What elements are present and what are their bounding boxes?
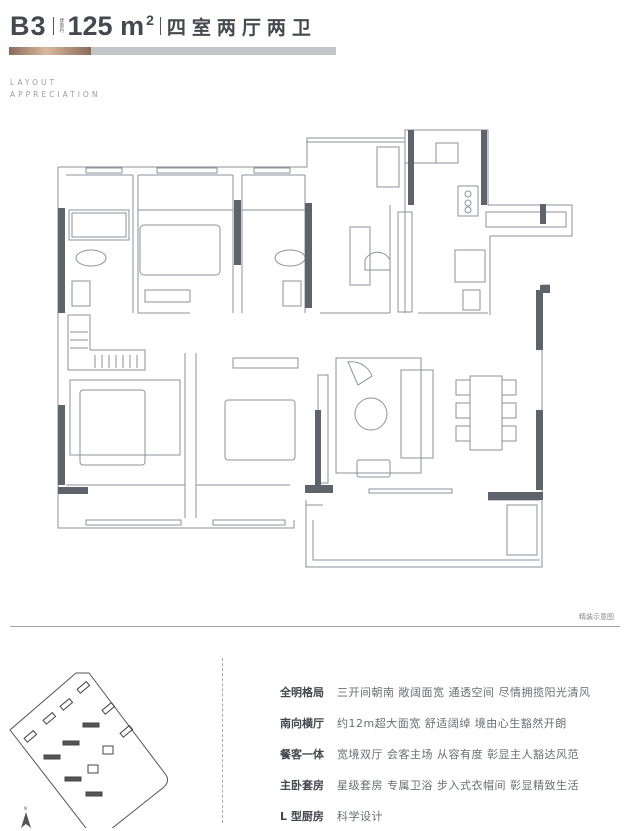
title-bar (9, 47, 336, 55)
divider-line (10, 626, 620, 627)
area-value: 125 m (67, 10, 145, 41)
feature-value: 宽境双厅 会客主场 从容有度 彰显主人豁达风范 (337, 747, 579, 761)
plan-caption: 精装示意图 (579, 613, 614, 621)
subtitle: LAYOUT APPRECIATION (10, 77, 100, 101)
feature-value: 科学设计 (337, 809, 383, 823)
divider (52, 17, 54, 35)
north-arrow-icon (21, 812, 31, 828)
feature-item: L 型厨房科学设计 (280, 800, 591, 831)
area-note: 建面约 (59, 18, 65, 34)
feature-value: 星级套房 专属卫浴 步入式衣帽间 彰显精致生活 (337, 778, 579, 792)
site-plan: N (9, 672, 169, 828)
feature-list: 全明格局三开间朝南 敞阔面宽 通透空间 尽情拥揽阳光清风 南向横厅约12m超大面… (280, 676, 591, 831)
feature-item: 南向横厅约12m超大面宽 舒适阔绰 境由心生豁然开朗 (280, 707, 591, 738)
feature-key: 全明格局 (280, 685, 324, 699)
feature-item: 餐客一体宽境双厅 会客主场 从容有度 彰显主人豁达风范 (280, 738, 591, 769)
north-label: N (24, 806, 27, 811)
subtitle-line2: APPRECIATION (10, 90, 101, 99)
feature-key: 主卧套房 (280, 778, 324, 792)
floor-plan (57, 129, 573, 568)
feature-key: L 型厨房 (280, 809, 324, 823)
feature-key: 南向横厅 (280, 716, 324, 730)
divider (159, 17, 161, 35)
feature-item: 主卧套房星级套房 专属卫浴 步入式衣帽间 彰显精致生活 (280, 769, 591, 800)
feature-value: 约12m超大面宽 舒适阔绰 境由心生豁然开朗 (337, 716, 567, 730)
dashed-divider (222, 658, 223, 823)
unit-type: 四室两厅两卫 (166, 16, 317, 39)
feature-value: 三开间朝南 敞阔面宽 通透空间 尽情拥揽阳光清风 (337, 685, 591, 699)
area-superscript: 2 (146, 11, 154, 28)
feature-key: 餐客一体 (280, 747, 324, 761)
building-markers (23, 680, 134, 797)
unit-code: B3 (10, 10, 47, 41)
feature-item: 全明格局三开间朝南 敞阔面宽 通透空间 尽情拥揽阳光清风 (280, 676, 591, 707)
title-bar-accent (9, 47, 91, 55)
subtitle-line1: LAYOUT (10, 78, 58, 87)
